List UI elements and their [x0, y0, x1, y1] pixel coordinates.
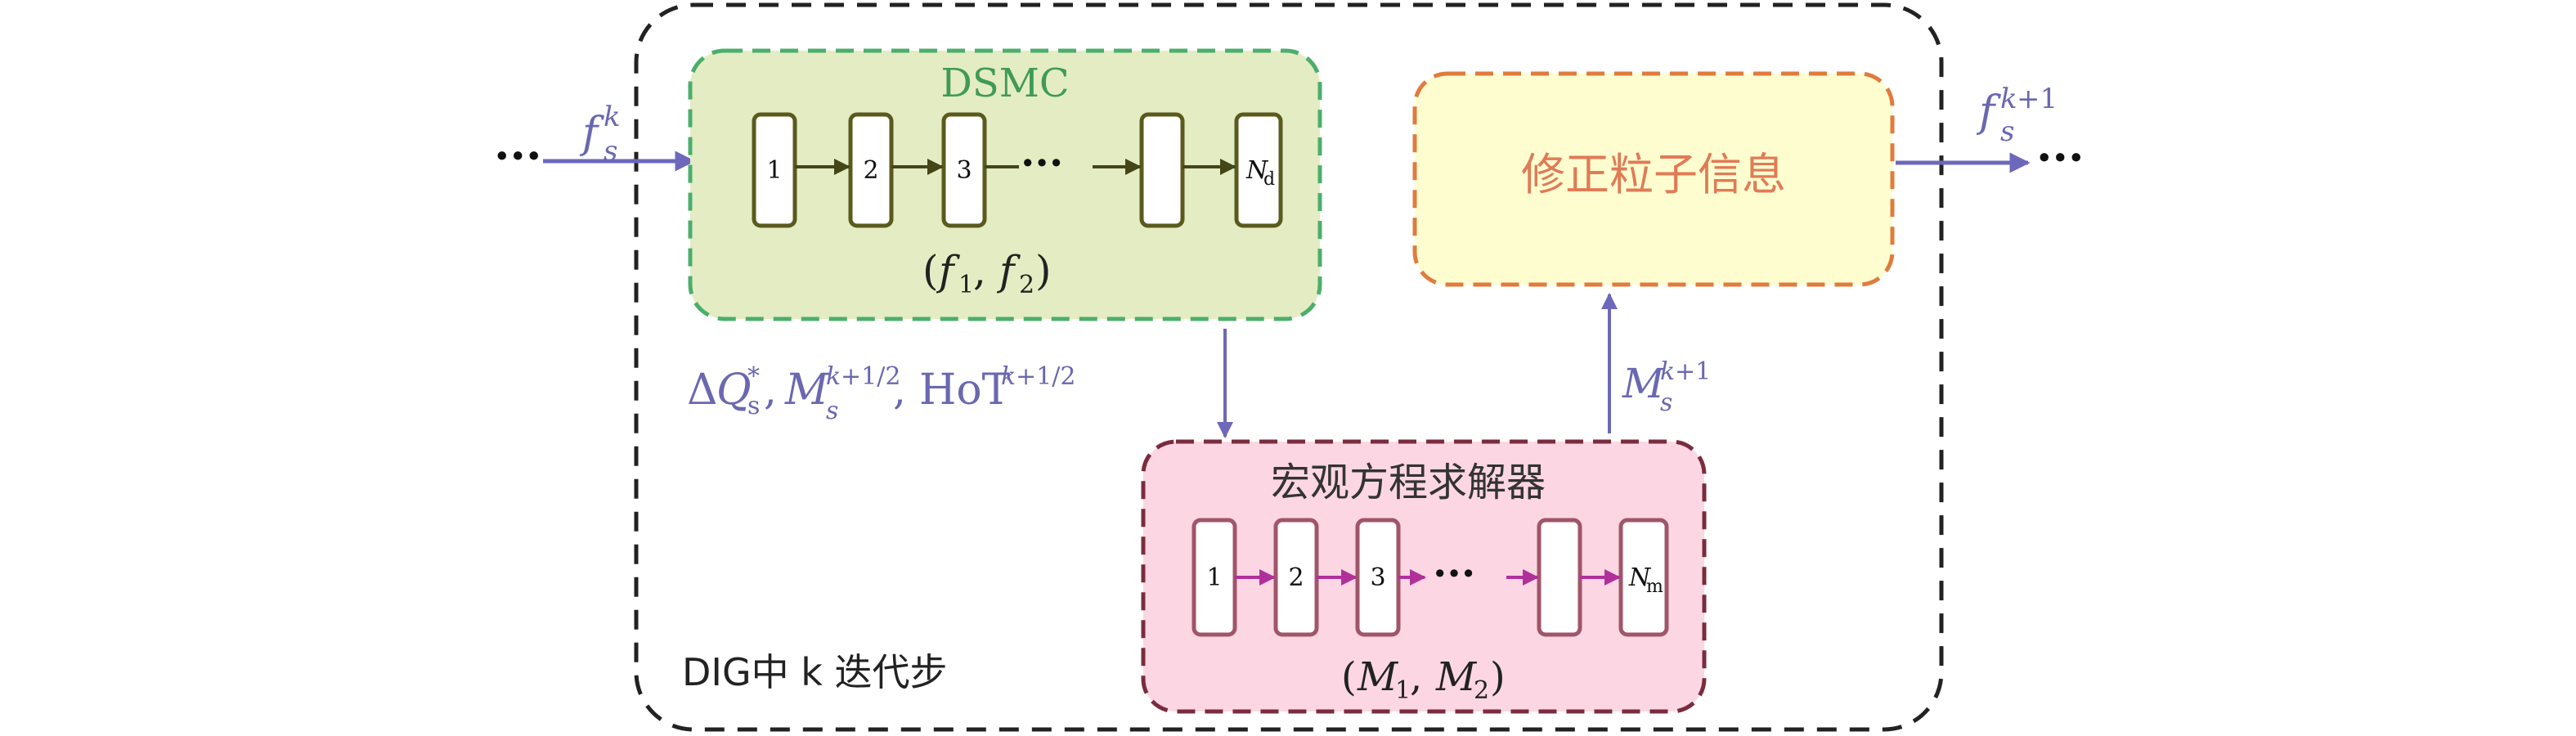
svg-text:,: ,	[1410, 654, 1422, 700]
svg-text:s: s	[747, 392, 760, 420]
svg-text:s: s	[604, 135, 617, 168]
svg-text:m: m	[1646, 577, 1663, 597]
output-ellipsis: ···	[2036, 131, 2085, 185]
svg-text:,: ,	[893, 366, 906, 414]
svg-text:+1/2: +1/2	[841, 362, 900, 391]
dsmc-cell-1-label: 1	[766, 156, 782, 185]
svg-text:f: f	[1976, 88, 2001, 137]
correction-title: 修正粒子信息	[1521, 149, 1786, 200]
svg-text:s: s	[1660, 388, 1672, 417]
svg-text:(: (	[1341, 654, 1357, 700]
svg-text:M: M	[1622, 360, 1666, 407]
svg-text:M: M	[1435, 654, 1478, 700]
svg-text:M: M	[784, 366, 830, 415]
dsmc-block: DSMC 1 2 3 N d ··· ( f 1 , f 2 )	[688, 48, 1322, 321]
outer-frame-label: DIG中 k 迭代步	[682, 650, 948, 694]
dsmc-cell-2	[848, 112, 894, 228]
macro-title: 宏观方程求解器	[1271, 460, 1546, 505]
svg-text:2: 2	[1019, 271, 1034, 299]
dsmc-chain-ellipsis: ···	[1021, 138, 1063, 186]
correction-box	[1412, 71, 1895, 287]
svg-text:2: 2	[1474, 676, 1489, 705]
dsmc-cell-blank	[1139, 112, 1185, 228]
svg-text:+1/2: +1/2	[1016, 362, 1075, 391]
correction-block: 修正粒子信息	[1412, 71, 1895, 287]
svg-text:,: ,	[973, 247, 986, 294]
dsmc-cell-nd-label: N d	[1245, 156, 1275, 190]
macro-cell-nm	[1618, 518, 1669, 637]
svg-text:s: s	[2000, 115, 2014, 148]
svg-text:k: k	[604, 101, 621, 133]
svg-text:N: N	[1628, 563, 1652, 592]
dsmc-cell-2-label: 2	[863, 156, 878, 185]
svg-text:k: k	[2000, 83, 2017, 115]
macro-to-correction-label: M s k +1	[1622, 357, 1711, 417]
macro-cell-nm-label: N m	[1628, 563, 1663, 597]
svg-text:,: ,	[764, 366, 777, 414]
svg-text:N: N	[1245, 156, 1269, 185]
svg-text:): )	[1035, 247, 1052, 294]
macro-cell-3-label: 3	[1370, 563, 1385, 592]
svg-text:): )	[1490, 654, 1506, 700]
macro-chain-ellipsis: ···	[1433, 549, 1475, 597]
dsmc-cell-nd	[1234, 112, 1283, 228]
input-ellipsis: ···	[494, 129, 542, 183]
svg-text:HoT: HoT	[919, 366, 1011, 415]
svg-text:1: 1	[958, 271, 974, 299]
svg-text:(: (	[922, 247, 939, 294]
dsmc-cell-3-label: 3	[956, 156, 972, 185]
input-label: f s k	[579, 101, 621, 168]
svg-text:+1: +1	[2017, 83, 2058, 115]
svg-text:k: k	[1660, 357, 1675, 386]
svg-text:d: d	[1263, 169, 1275, 190]
svg-text:k: k	[826, 362, 841, 391]
dsmc-cell-1	[752, 112, 797, 228]
macro-block: 宏观方程求解器 1 2 3 N m ··· ( M 1 , M 2 )	[1141, 439, 1707, 714]
macro-subtitle: ( M 1 , M 2 )	[1341, 654, 1506, 705]
macro-cell-blank	[1537, 518, 1582, 637]
macro-cell-2-label: 2	[1288, 563, 1304, 592]
svg-text:Δ: Δ	[687, 366, 718, 415]
macro-cell-1-label: 1	[1206, 563, 1222, 592]
svg-text:s: s	[826, 397, 838, 425]
svg-text:k: k	[1001, 362, 1016, 391]
svg-text:*: *	[747, 362, 760, 391]
svg-text:f: f	[579, 109, 604, 158]
dsmc-to-macro-label: Δ Q * s , M s k +1/2 , HoT k +1/2	[687, 362, 1075, 425]
dsmc-title: DSMC	[940, 61, 1069, 106]
outer-iteration-frame	[634, 2, 1944, 732]
svg-text:Q: Q	[716, 366, 752, 415]
svg-text:+1: +1	[1675, 357, 1711, 386]
dsmc-cell-3	[941, 112, 987, 228]
svg-text:1: 1	[1395, 676, 1411, 705]
svg-text:M: M	[1357, 654, 1399, 700]
